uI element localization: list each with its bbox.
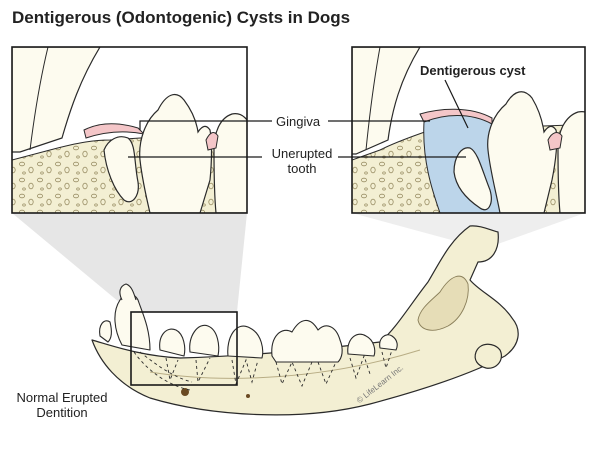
canine-tooth-tip bbox=[119, 283, 137, 301]
jaw-magnify-box bbox=[130, 311, 238, 386]
premolar-3 bbox=[227, 325, 264, 359]
inset-normal-canine-root bbox=[29, 47, 49, 151]
label-unerupted-line1: Unerupted bbox=[271, 146, 333, 161]
tooth-roots bbox=[133, 349, 393, 391]
label-normal-line1: Normal Erupted bbox=[16, 390, 108, 405]
magnify-projection-left bbox=[12, 213, 247, 312]
mandibular-canal bbox=[149, 349, 421, 379]
incisor bbox=[99, 320, 112, 343]
condyle bbox=[474, 343, 502, 369]
inset-normal-unerupted-tooth bbox=[103, 136, 139, 203]
molar-2 bbox=[379, 334, 398, 351]
label-normal-dentition: Normal Erupted Dentition bbox=[8, 390, 116, 420]
inset-cyst-canine-root bbox=[365, 47, 381, 151]
inset-cyst-frame bbox=[351, 46, 586, 214]
inset-normal-right-tooth bbox=[213, 113, 247, 213]
leader-cyst bbox=[444, 79, 469, 129]
diagram-title: Dentigerous (Odontogenic) Cysts in Dogs bbox=[12, 8, 351, 27]
inset-cyst-right-tooth bbox=[557, 111, 585, 213]
inset-normal-canine bbox=[12, 47, 101, 153]
mental-foramen-small bbox=[246, 394, 250, 398]
carnassial bbox=[271, 319, 343, 363]
label-unerupted-line2: tooth bbox=[287, 161, 317, 176]
premolar-1 bbox=[159, 328, 186, 357]
ramus-inner bbox=[417, 275, 469, 331]
molar-1 bbox=[347, 333, 376, 357]
premolar-2 bbox=[189, 324, 220, 357]
label-gingiva: Gingiva bbox=[276, 114, 321, 129]
label-unerupted-tooth: Unerupted tooth bbox=[266, 146, 338, 176]
label-normal-line2: Dentition bbox=[36, 405, 88, 420]
leader-lines bbox=[128, 79, 469, 158]
inset-cyst-unerupted-tooth bbox=[453, 147, 492, 211]
inset-normal-gingiva-right bbox=[205, 132, 219, 151]
leader-gingiva-left bbox=[139, 120, 272, 130]
inset-cyst bbox=[352, 47, 585, 213]
mental-foramen bbox=[181, 388, 189, 396]
inset-normal-frame bbox=[11, 46, 248, 214]
inset-normal-erupted-tooth bbox=[139, 93, 213, 213]
inset-cyst-gingiva-right bbox=[547, 132, 563, 151]
inset-normal bbox=[12, 47, 247, 213]
inset-cyst-canine bbox=[352, 47, 421, 155]
label-dentigerous-cyst: Dentigerous cyst bbox=[420, 63, 526, 78]
